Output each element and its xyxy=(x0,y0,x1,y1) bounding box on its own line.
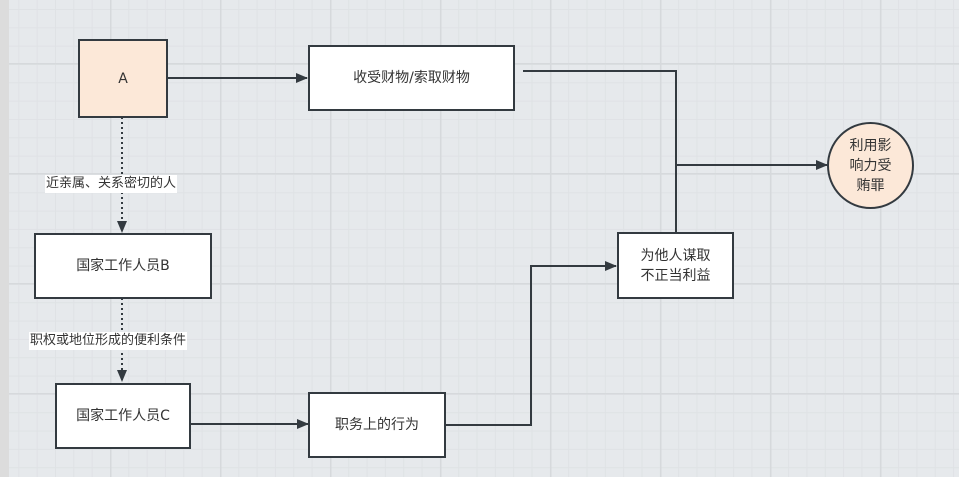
node-a-label: A xyxy=(118,70,128,87)
node-crime-label-line1: 利用影 xyxy=(849,137,892,154)
node-a[interactable]: A xyxy=(78,39,168,118)
node-benefit-label-line2: 不正当利益 xyxy=(640,267,711,284)
node-b-label: 国家工作人员B xyxy=(76,258,170,274)
node-property[interactable]: 收受财物/索取财物 xyxy=(308,45,515,111)
node-crime-label-line3: 贿罪 xyxy=(856,177,885,194)
left-panel-edge xyxy=(0,0,9,477)
edge-property-to-crime[interactable] xyxy=(523,70,677,165)
node-benefit-label-line1: 为他人谋取 xyxy=(640,247,711,264)
edge-duty-to-benefit[interactable] xyxy=(445,261,617,426)
node-crime[interactable]: 利用影 响力受 贿罪 xyxy=(827,122,914,209)
node-c-label: 国家工作人员C xyxy=(76,408,170,424)
node-c[interactable]: 国家工作人员C xyxy=(55,383,191,449)
node-duty[interactable]: 职务上的行为 xyxy=(308,392,446,458)
node-duty-label: 职务上的行为 xyxy=(335,417,419,433)
edge-label-a-to-b: 近亲属、关系密切的人 xyxy=(45,175,178,193)
node-property-label: 收受财物/索取财物 xyxy=(353,70,470,86)
node-crime-label-line2: 响力受 xyxy=(849,157,892,174)
edge-label-b-to-c: 职权或地位形成的便利条件 xyxy=(29,332,188,350)
node-benefit[interactable]: 为他人谋取 不正当利益 xyxy=(617,232,734,299)
node-b[interactable]: 国家工作人员B xyxy=(34,233,212,299)
